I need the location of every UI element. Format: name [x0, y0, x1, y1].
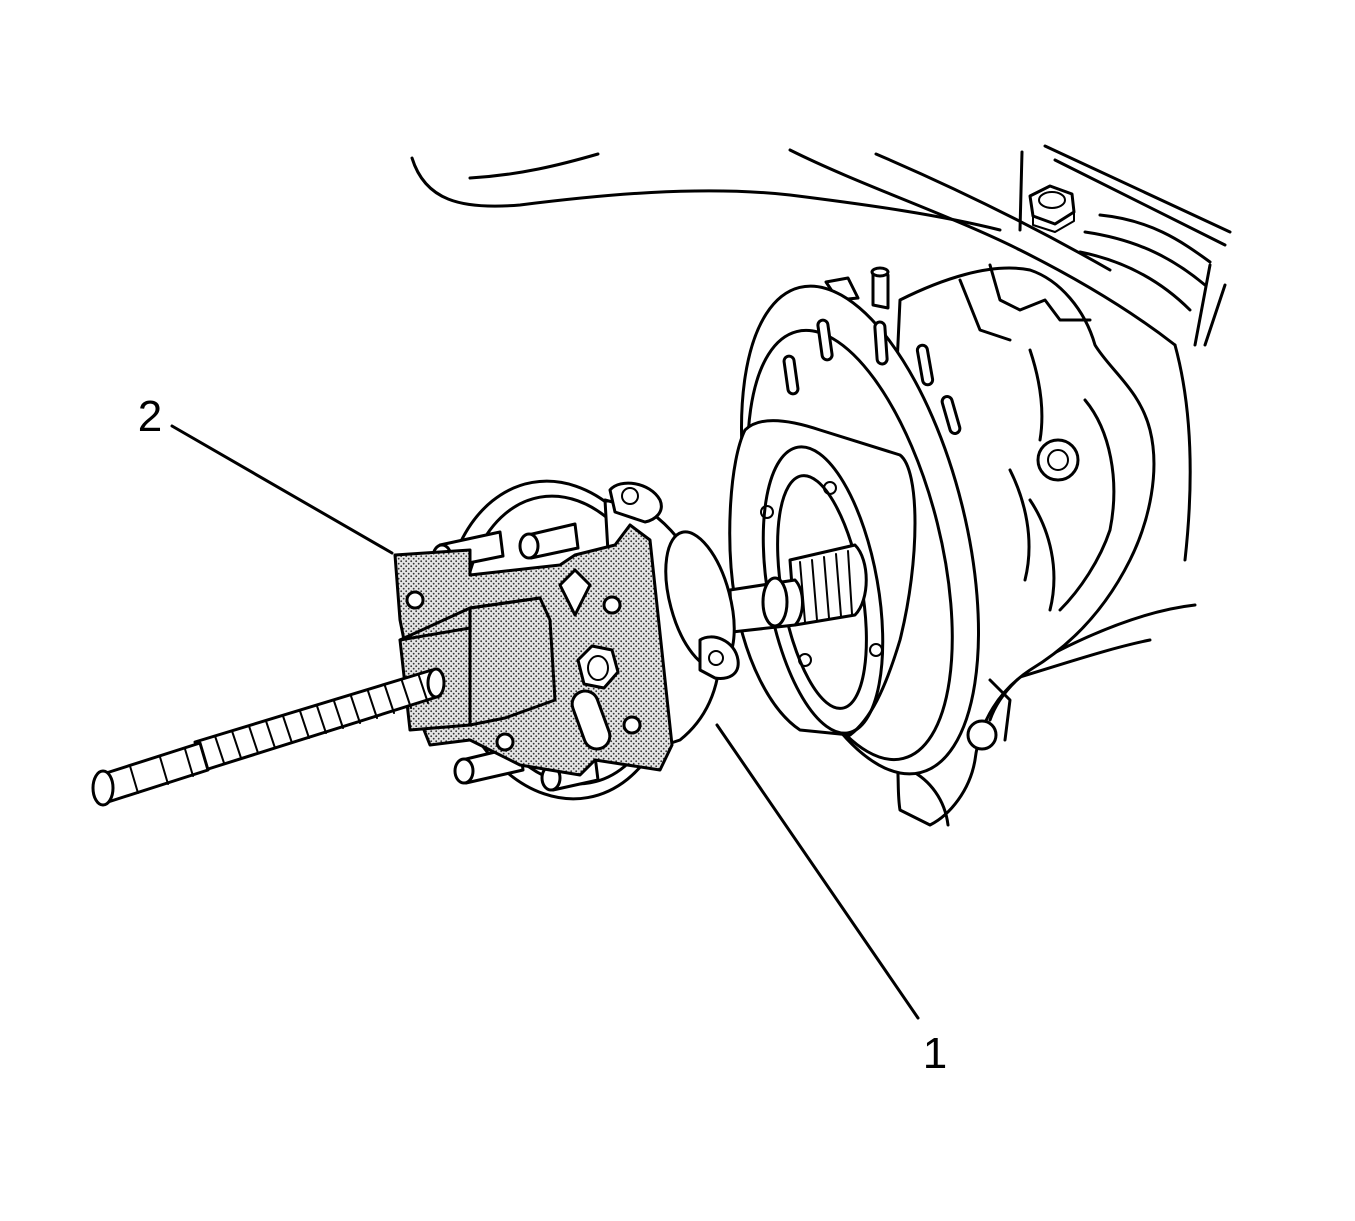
callout-1-label: 1	[923, 1029, 947, 1078]
forcing-screw	[91, 667, 446, 807]
callout-1-leader	[715, 723, 920, 1020]
callout-2-leader	[170, 424, 394, 555]
callout-2-label: 2	[138, 392, 162, 441]
puller-tool	[393, 523, 674, 777]
knuckle-top-stud	[824, 266, 890, 310]
callout-2: 2	[138, 392, 394, 555]
callout-1: 1	[715, 723, 947, 1078]
nut-icon	[1028, 184, 1076, 233]
axle-shaft	[728, 543, 868, 634]
